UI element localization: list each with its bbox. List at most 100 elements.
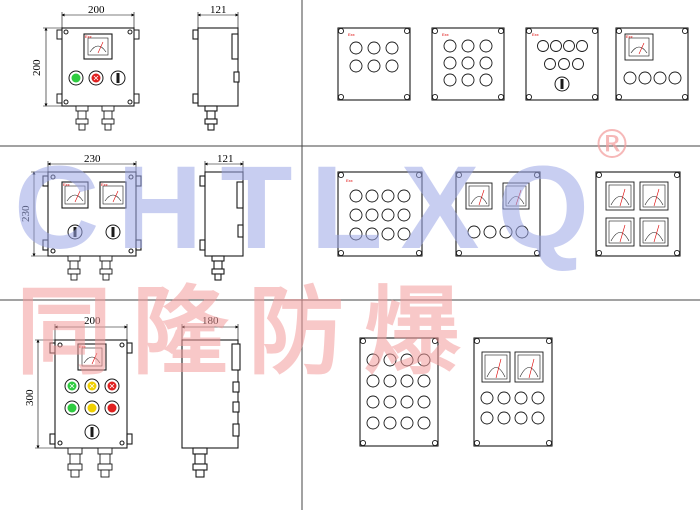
variant-16-hole (359, 337, 439, 447)
corner-screw (359, 439, 367, 447)
variant-d-label: Exx (626, 34, 633, 39)
corner-screw (525, 93, 533, 101)
mounting-hole (461, 73, 475, 87)
mounting-hole (381, 227, 395, 241)
row1-meter-label: Exx (85, 34, 92, 39)
mounting-hole (550, 40, 562, 52)
row3-width-dimension: 200 (84, 315, 101, 327)
meter-needle (515, 189, 522, 206)
mounting-hole (514, 391, 528, 405)
row3-height-dimension: 300 (24, 389, 36, 406)
row2-side-view (199, 171, 244, 281)
mounting-hole (349, 41, 363, 55)
meter-scale (507, 196, 525, 205)
mounting-hole (397, 227, 411, 241)
mounting-hole (383, 374, 397, 388)
row1-selector-switch (110, 70, 126, 86)
corner-screw (595, 249, 603, 257)
meter-face (608, 220, 632, 244)
mounting-hole (366, 374, 380, 388)
meter-face (642, 220, 666, 244)
corner-screw (455, 249, 463, 257)
corner-screw (681, 93, 689, 101)
mounting-hole (383, 416, 397, 430)
watermark-registered-mark: ® (592, 122, 632, 168)
row1-side-view (192, 27, 240, 131)
mounting-hole (443, 39, 457, 53)
push-button-cap (67, 403, 77, 413)
corner-screw (497, 27, 505, 35)
mounting-hole (461, 56, 475, 70)
mounting-hole (479, 39, 493, 53)
corner-screw (337, 27, 345, 35)
mounting-hole (480, 391, 494, 405)
corner-screw (591, 93, 599, 101)
mounting-hole (400, 416, 414, 430)
mounting-hole (349, 59, 363, 73)
mounting-hole (366, 416, 380, 430)
mounting-hole (499, 225, 513, 239)
row3-meter-label: Exx (79, 344, 86, 349)
meter-needle (619, 224, 626, 243)
row3-selector-switch (84, 424, 100, 440)
meter-scale (519, 367, 539, 378)
mounting-hole (417, 416, 431, 430)
mounting-hole (417, 353, 431, 367)
row2-enclosure-variants (337, 171, 681, 257)
corner-screw (533, 171, 541, 179)
meter-face (608, 184, 632, 208)
row2-selector-left (67, 224, 83, 240)
corner-screw (545, 439, 553, 447)
corner-screw (615, 27, 623, 35)
mounting-hole (349, 227, 363, 241)
mounting-hole (400, 395, 414, 409)
mounting-hole (367, 41, 381, 55)
corner-screw (337, 93, 345, 101)
mounting-hole (558, 58, 570, 70)
variant-meter-4-hole (615, 27, 689, 101)
row1-width-dimension: 200 (88, 4, 105, 16)
meter-needle (478, 189, 485, 206)
mounting-hole (397, 189, 411, 203)
push-button-cap (87, 403, 97, 413)
meter-face (505, 185, 527, 207)
meter-needle (495, 358, 502, 379)
row3-front-view (49, 339, 133, 449)
row2-width-dimension: 230 (84, 153, 101, 165)
corner-screw (403, 27, 411, 35)
mounting-hole (400, 353, 414, 367)
mounting-hole (385, 41, 399, 55)
mounting-hole (383, 353, 397, 367)
meter-scale (610, 196, 630, 206)
mounting-hole (544, 58, 556, 70)
mounting-hole (531, 391, 545, 405)
meter-face (484, 354, 508, 380)
row1-height-dimension: 200 (31, 59, 43, 76)
corner-screw (359, 337, 367, 345)
meter-scale (644, 196, 664, 206)
meter-face (642, 184, 666, 208)
variant-b-label: Exx (442, 32, 449, 37)
row2-selector-right (105, 224, 121, 240)
mounting-hole (366, 395, 380, 409)
lamp-marking (69, 383, 75, 389)
mounting-hole (367, 59, 381, 73)
mounting-hole (400, 374, 414, 388)
mounting-hole (497, 411, 511, 425)
corner-screw (431, 439, 439, 447)
corner-screw (431, 27, 439, 35)
row3-enclosure-variants (359, 337, 553, 447)
corner-screw (595, 171, 603, 179)
corner-screw (473, 439, 481, 447)
variant-2-meter-4-hole (455, 171, 541, 257)
mounting-hole (365, 227, 379, 241)
mounting-hole (383, 395, 397, 409)
row2-meter-label-right: Exx (101, 182, 108, 187)
variant-2-meter-8-hole (473, 337, 553, 447)
mounting-hole (349, 189, 363, 203)
corner-screw (431, 337, 439, 345)
mounting-hole (349, 208, 363, 222)
mounting-hole (515, 225, 529, 239)
row1-front-view (61, 27, 135, 107)
corner-screw (545, 337, 553, 345)
